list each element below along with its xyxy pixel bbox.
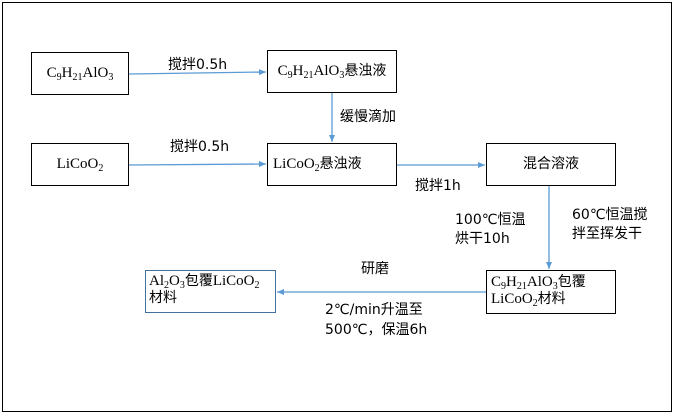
formula-text: 包覆 [184, 273, 213, 289]
formula-subscript: 2 [98, 163, 104, 174]
formula-text: 混合溶液 [523, 156, 579, 172]
formula-subscript: 3 [339, 70, 345, 81]
arrow-e3 [128, 161, 267, 168]
node-c9h21alo3: C9H21AlO3 [31, 52, 129, 95]
formula-text: LiCoO [273, 156, 315, 172]
node-label-line2: 材料 [149, 290, 272, 307]
formula-subscript: 3 [552, 281, 558, 292]
node-licoo2-suspension: LiCoO2悬浊液 [267, 143, 397, 186]
formula-text: C [46, 65, 57, 81]
formula-text: H [292, 63, 304, 79]
formula-subscript: 9 [56, 72, 62, 83]
node-mixed-solution: 混合溶液 [486, 143, 616, 186]
formula-text: O [169, 273, 180, 289]
formula-text: LiCoO [56, 156, 99, 172]
formula-subscript: 2 [164, 280, 169, 291]
edge-label-calcine-line1: 2℃/min升温至 [325, 302, 423, 318]
edge-label-evaporate-line1: 60℃恒温搅 [572, 207, 648, 223]
node-label-line1: C9H21AlO3包覆 [491, 274, 611, 292]
edge-label-evaporate-line2: 拌至挥发干 [572, 226, 642, 242]
node-label-line2: LiCoO2材料 [491, 291, 611, 309]
formula-subscript: 2 [532, 298, 538, 309]
formula-text: H [61, 65, 73, 81]
formula-subscript: 21 [516, 281, 527, 292]
formula-text: AlO [82, 65, 109, 81]
formula-subscript: 21 [303, 70, 314, 81]
node-c9h21alo3-suspension: C9H21AlO3悬浊液 [267, 50, 397, 93]
edge-label-grind: 研磨 [361, 261, 389, 277]
formula-text: 悬浊液 [319, 156, 362, 172]
formula-subscript: 3 [108, 72, 114, 83]
formula-text: C [491, 274, 502, 290]
formula-text: Al [149, 273, 164, 289]
formula-text: 材料 [537, 291, 566, 307]
diagram-frame [2, 2, 672, 412]
node-label: LiCoO2 [56, 156, 104, 174]
edge-label-stir-0.5h-bottom: 搅拌0.5h [170, 139, 230, 155]
edge-label-stir-0.5h-top: 搅拌0.5h [168, 57, 228, 73]
edge-label-dry-line1: 100℃恒温 [455, 212, 526, 228]
formula-text: LiCoO [212, 273, 255, 289]
formula-subscript: 9 [287, 70, 293, 81]
formula-text: C [277, 63, 288, 79]
edge-label-dry-line2: 烘干10h [455, 231, 510, 247]
node-c9h21alo3-coated-licoo2: C9H21AlO3包覆 LiCoO2材料 [486, 270, 616, 314]
formula-text: AlO [313, 63, 340, 79]
edge-label-stir-1h: 搅拌1h [415, 178, 461, 194]
arrow-e1 [128, 69, 267, 76]
formula-text: 材料 [149, 290, 177, 306]
node-label: C9H21AlO3 [46, 65, 114, 83]
edge-label-calcine-line2: 500℃，保温6h [325, 322, 428, 338]
formula-subscript: 2 [254, 280, 260, 291]
node-al2o3-coated-licoo2: Al2O3包覆LiCoO2 材料 [145, 270, 276, 313]
node-label: LiCoO2悬浊液 [273, 156, 362, 174]
node-label: C9H21AlO3悬浊液 [277, 63, 387, 81]
formula-text: AlO [526, 274, 553, 290]
edge-label-slow-dropwise: 缓慢滴加 [340, 109, 396, 125]
formula-subscript: 21 [72, 72, 83, 83]
formula-text: 包覆 [557, 274, 586, 290]
formula-subscript: 9 [501, 281, 507, 292]
formula-text: H [506, 274, 517, 290]
node-label-line1: Al2O3包覆LiCoO2 [149, 273, 272, 291]
formula-text: 悬浊液 [344, 63, 387, 79]
node-licoo2: LiCoO2 [31, 143, 129, 186]
node-label: 混合溶液 [523, 156, 579, 173]
formula-text: LiCoO [491, 291, 533, 307]
formula-subscript: 3 [179, 280, 185, 291]
formula-subscript: 2 [314, 163, 320, 174]
